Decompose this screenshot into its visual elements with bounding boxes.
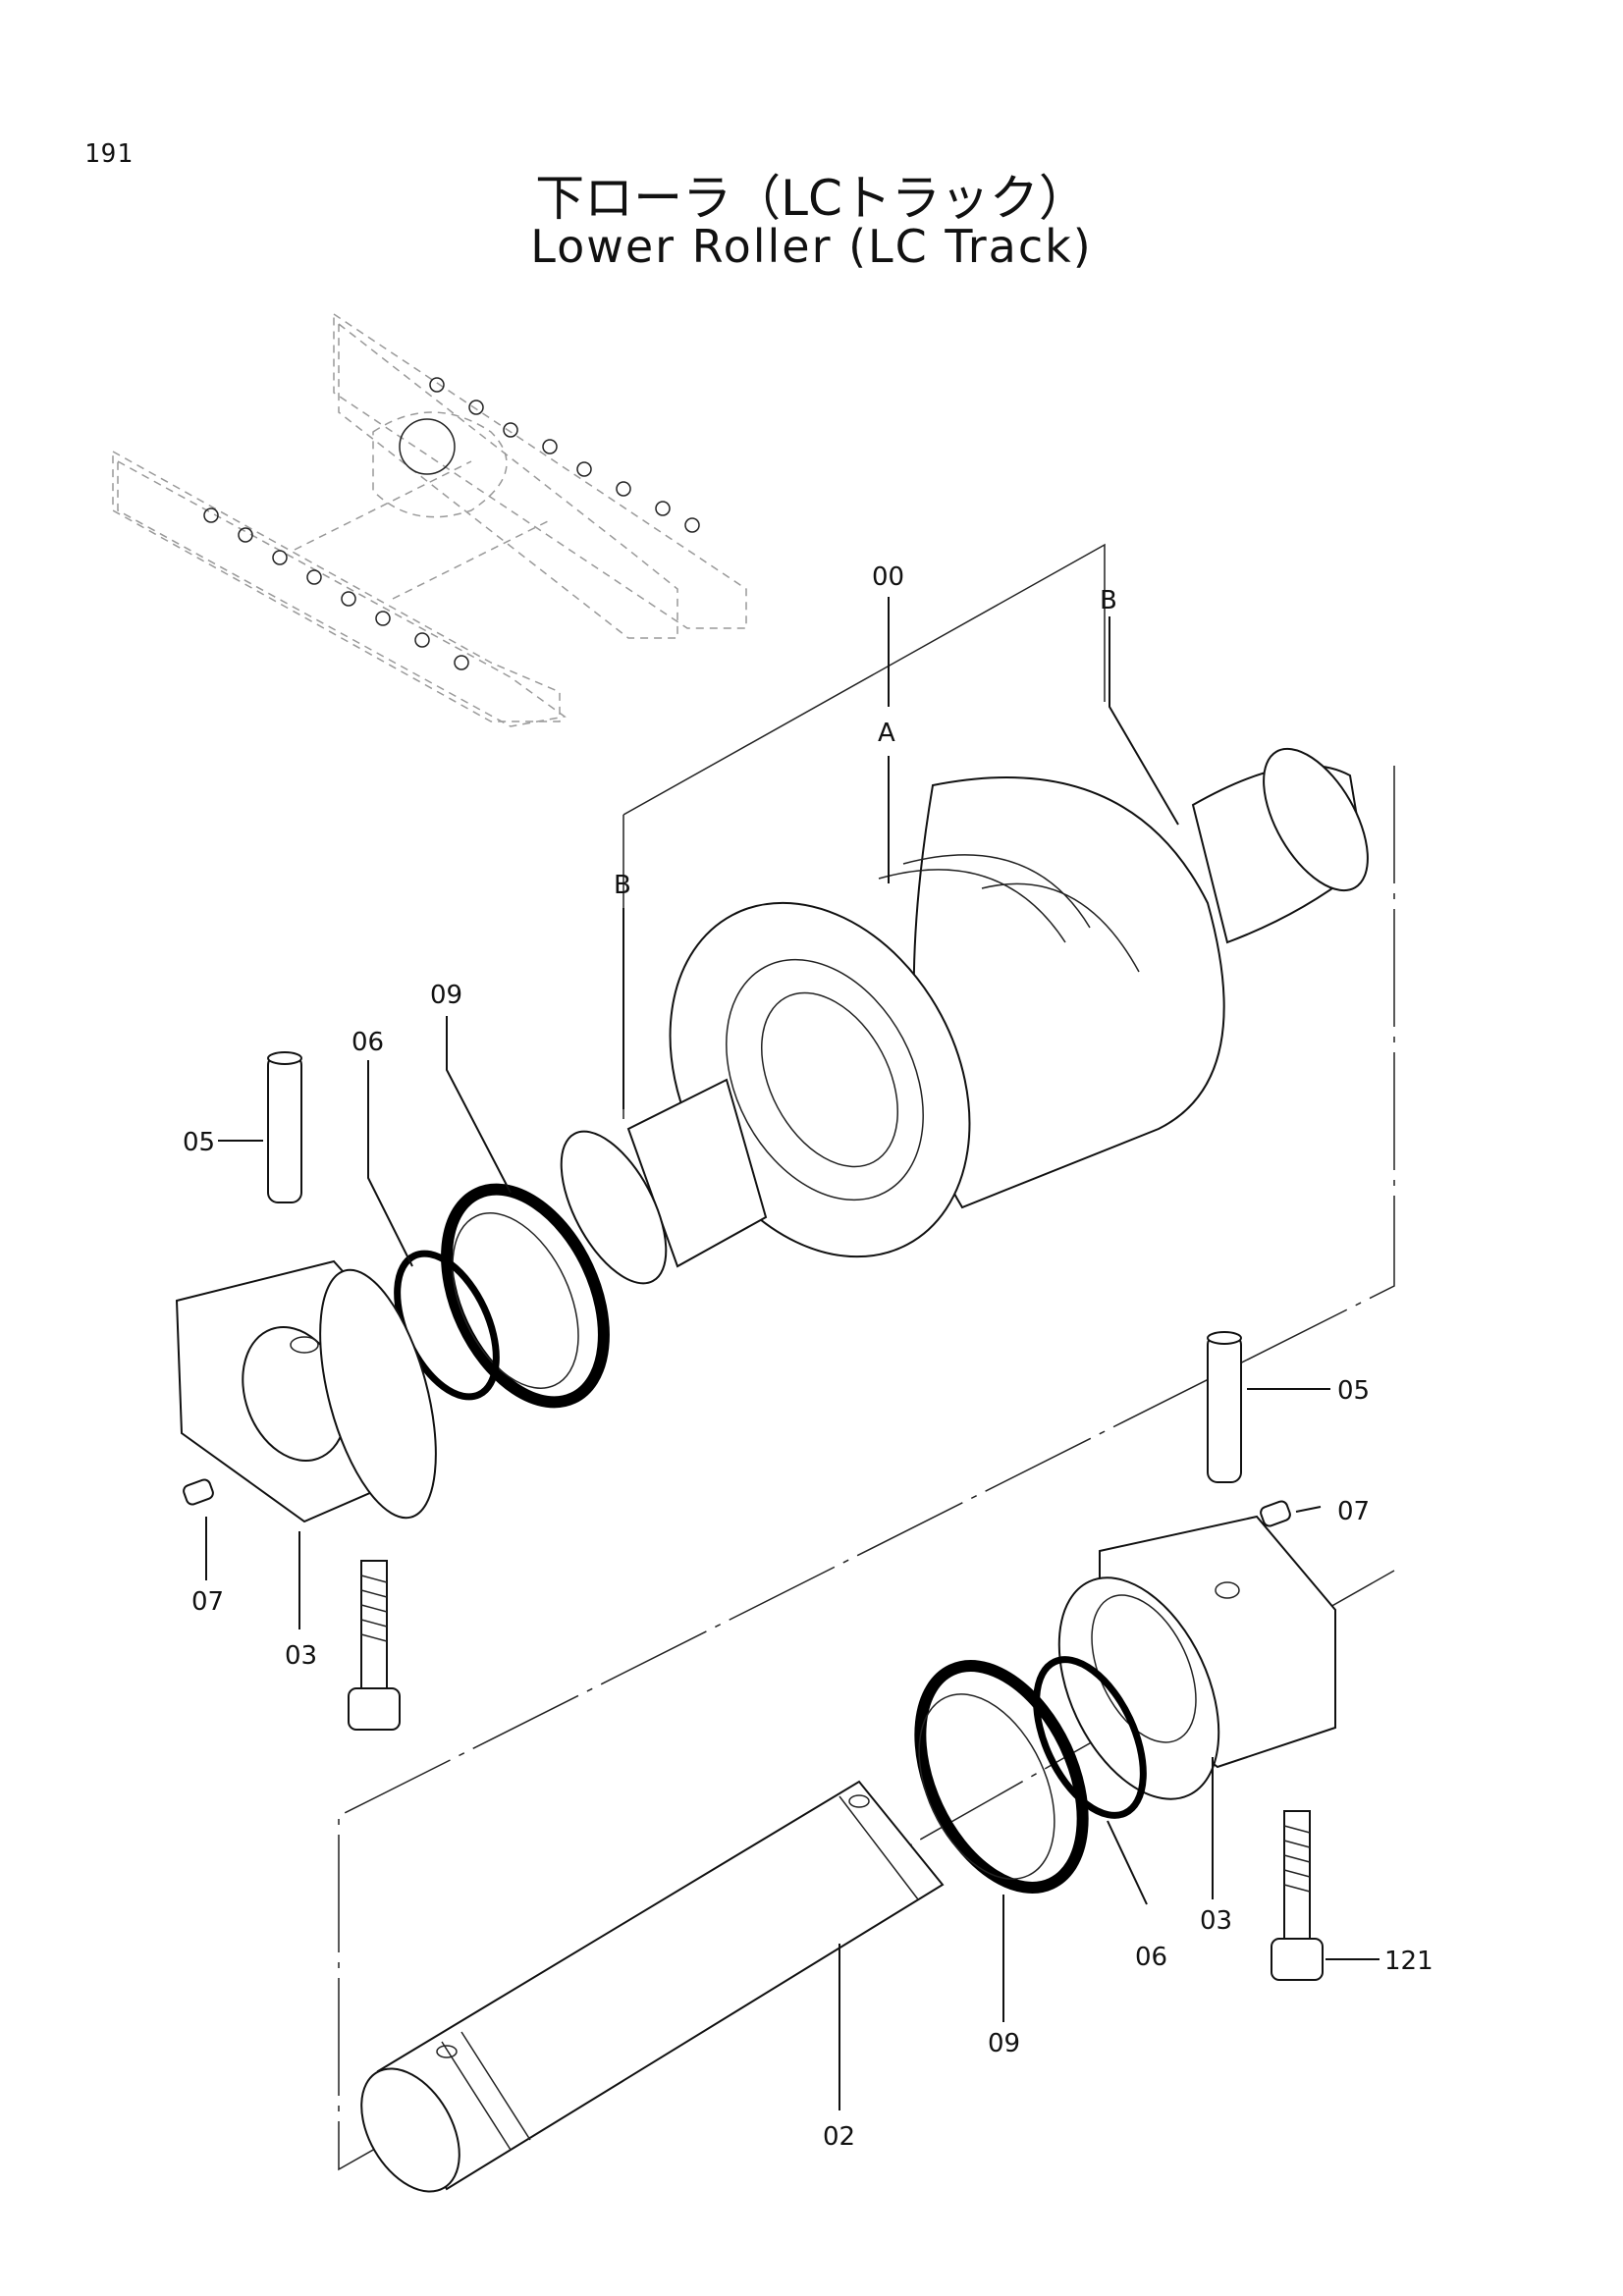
- callout-07-right: 07: [1337, 1497, 1370, 1526]
- floating-seal-09-left: [441, 1183, 610, 1409]
- callout-121: 121: [1384, 1947, 1434, 1976]
- bolt-121-right: [1271, 1810, 1324, 1981]
- roller-shell-assembly-00: [560, 747, 1369, 1285]
- pin-05-left: [267, 1051, 302, 1203]
- plug-07-left: [183, 1478, 214, 1506]
- collar-03-right: [1057, 1515, 1336, 1800]
- title-japanese: 下ローラ（LCトラック）: [535, 170, 1088, 227]
- callout-A: A: [878, 719, 895, 748]
- title-english: Lower Roller (LC Track): [530, 220, 1093, 273]
- shaft-02: [360, 1780, 945, 2193]
- callout-03-left: 03: [285, 1641, 317, 1671]
- callout-B-top: B: [1100, 586, 1117, 615]
- callout-02: 02: [823, 2122, 855, 2152]
- plug-07-right: [1260, 1500, 1291, 1527]
- o-ring-06-right: [1033, 1656, 1147, 1819]
- callout-06-top: 06: [352, 1028, 384, 1057]
- callout-B-left: B: [614, 871, 631, 900]
- callout-05-right: 05: [1337, 1376, 1370, 1406]
- page-number: 191: [84, 139, 134, 169]
- callout-07-left: 07: [191, 1587, 224, 1617]
- collar-03-left: [175, 1259, 437, 1523]
- pin-05-right: [1207, 1331, 1242, 1483]
- callout-09-top: 09: [430, 981, 462, 1010]
- callout-03-right: 03: [1200, 1906, 1232, 1936]
- track-frame-thumbnail: [112, 312, 747, 727]
- bolt-121-left: [348, 1560, 401, 1731]
- callout-05-left: 05: [183, 1128, 215, 1157]
- callout-06-bottom: 06: [1135, 1943, 1167, 1972]
- floating-seal-09-right: [914, 1660, 1089, 1894]
- leader-lines: [205, 597, 1380, 2110]
- callout-00: 00: [872, 562, 904, 592]
- callout-09-bottom: 09: [988, 2029, 1020, 2058]
